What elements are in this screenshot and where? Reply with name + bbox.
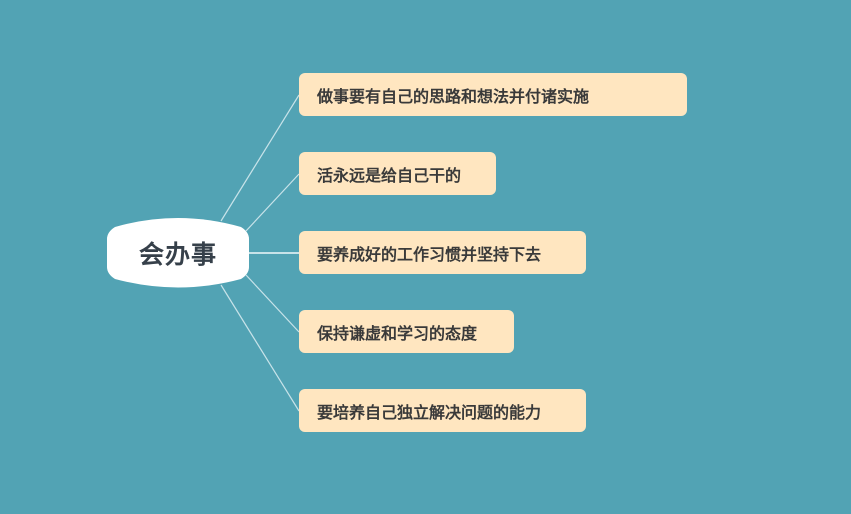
connector-branch-1 xyxy=(220,94,300,222)
root-node-shape xyxy=(107,218,249,288)
branch-node-4[interactable]: 保持谦虚和学习的态度 xyxy=(299,310,514,353)
root-node-label: 会办事 xyxy=(138,239,217,269)
connector-branch-4 xyxy=(245,274,300,333)
connector-branch-2 xyxy=(245,173,300,232)
branch-node-1[interactable]: 做事要有自己的思路和想法并付诸实施 xyxy=(299,73,687,116)
connector-branch-5 xyxy=(220,284,300,412)
branch-node-5[interactable]: 要培养自己独立解决问题的能力 xyxy=(299,389,586,432)
root-node[interactable]: 会办事 xyxy=(107,215,249,290)
branch-node-2[interactable]: 活永远是给自己干的 xyxy=(299,152,496,195)
branch-node-3[interactable]: 要养成好的工作习惯并坚持下去 xyxy=(299,231,586,274)
